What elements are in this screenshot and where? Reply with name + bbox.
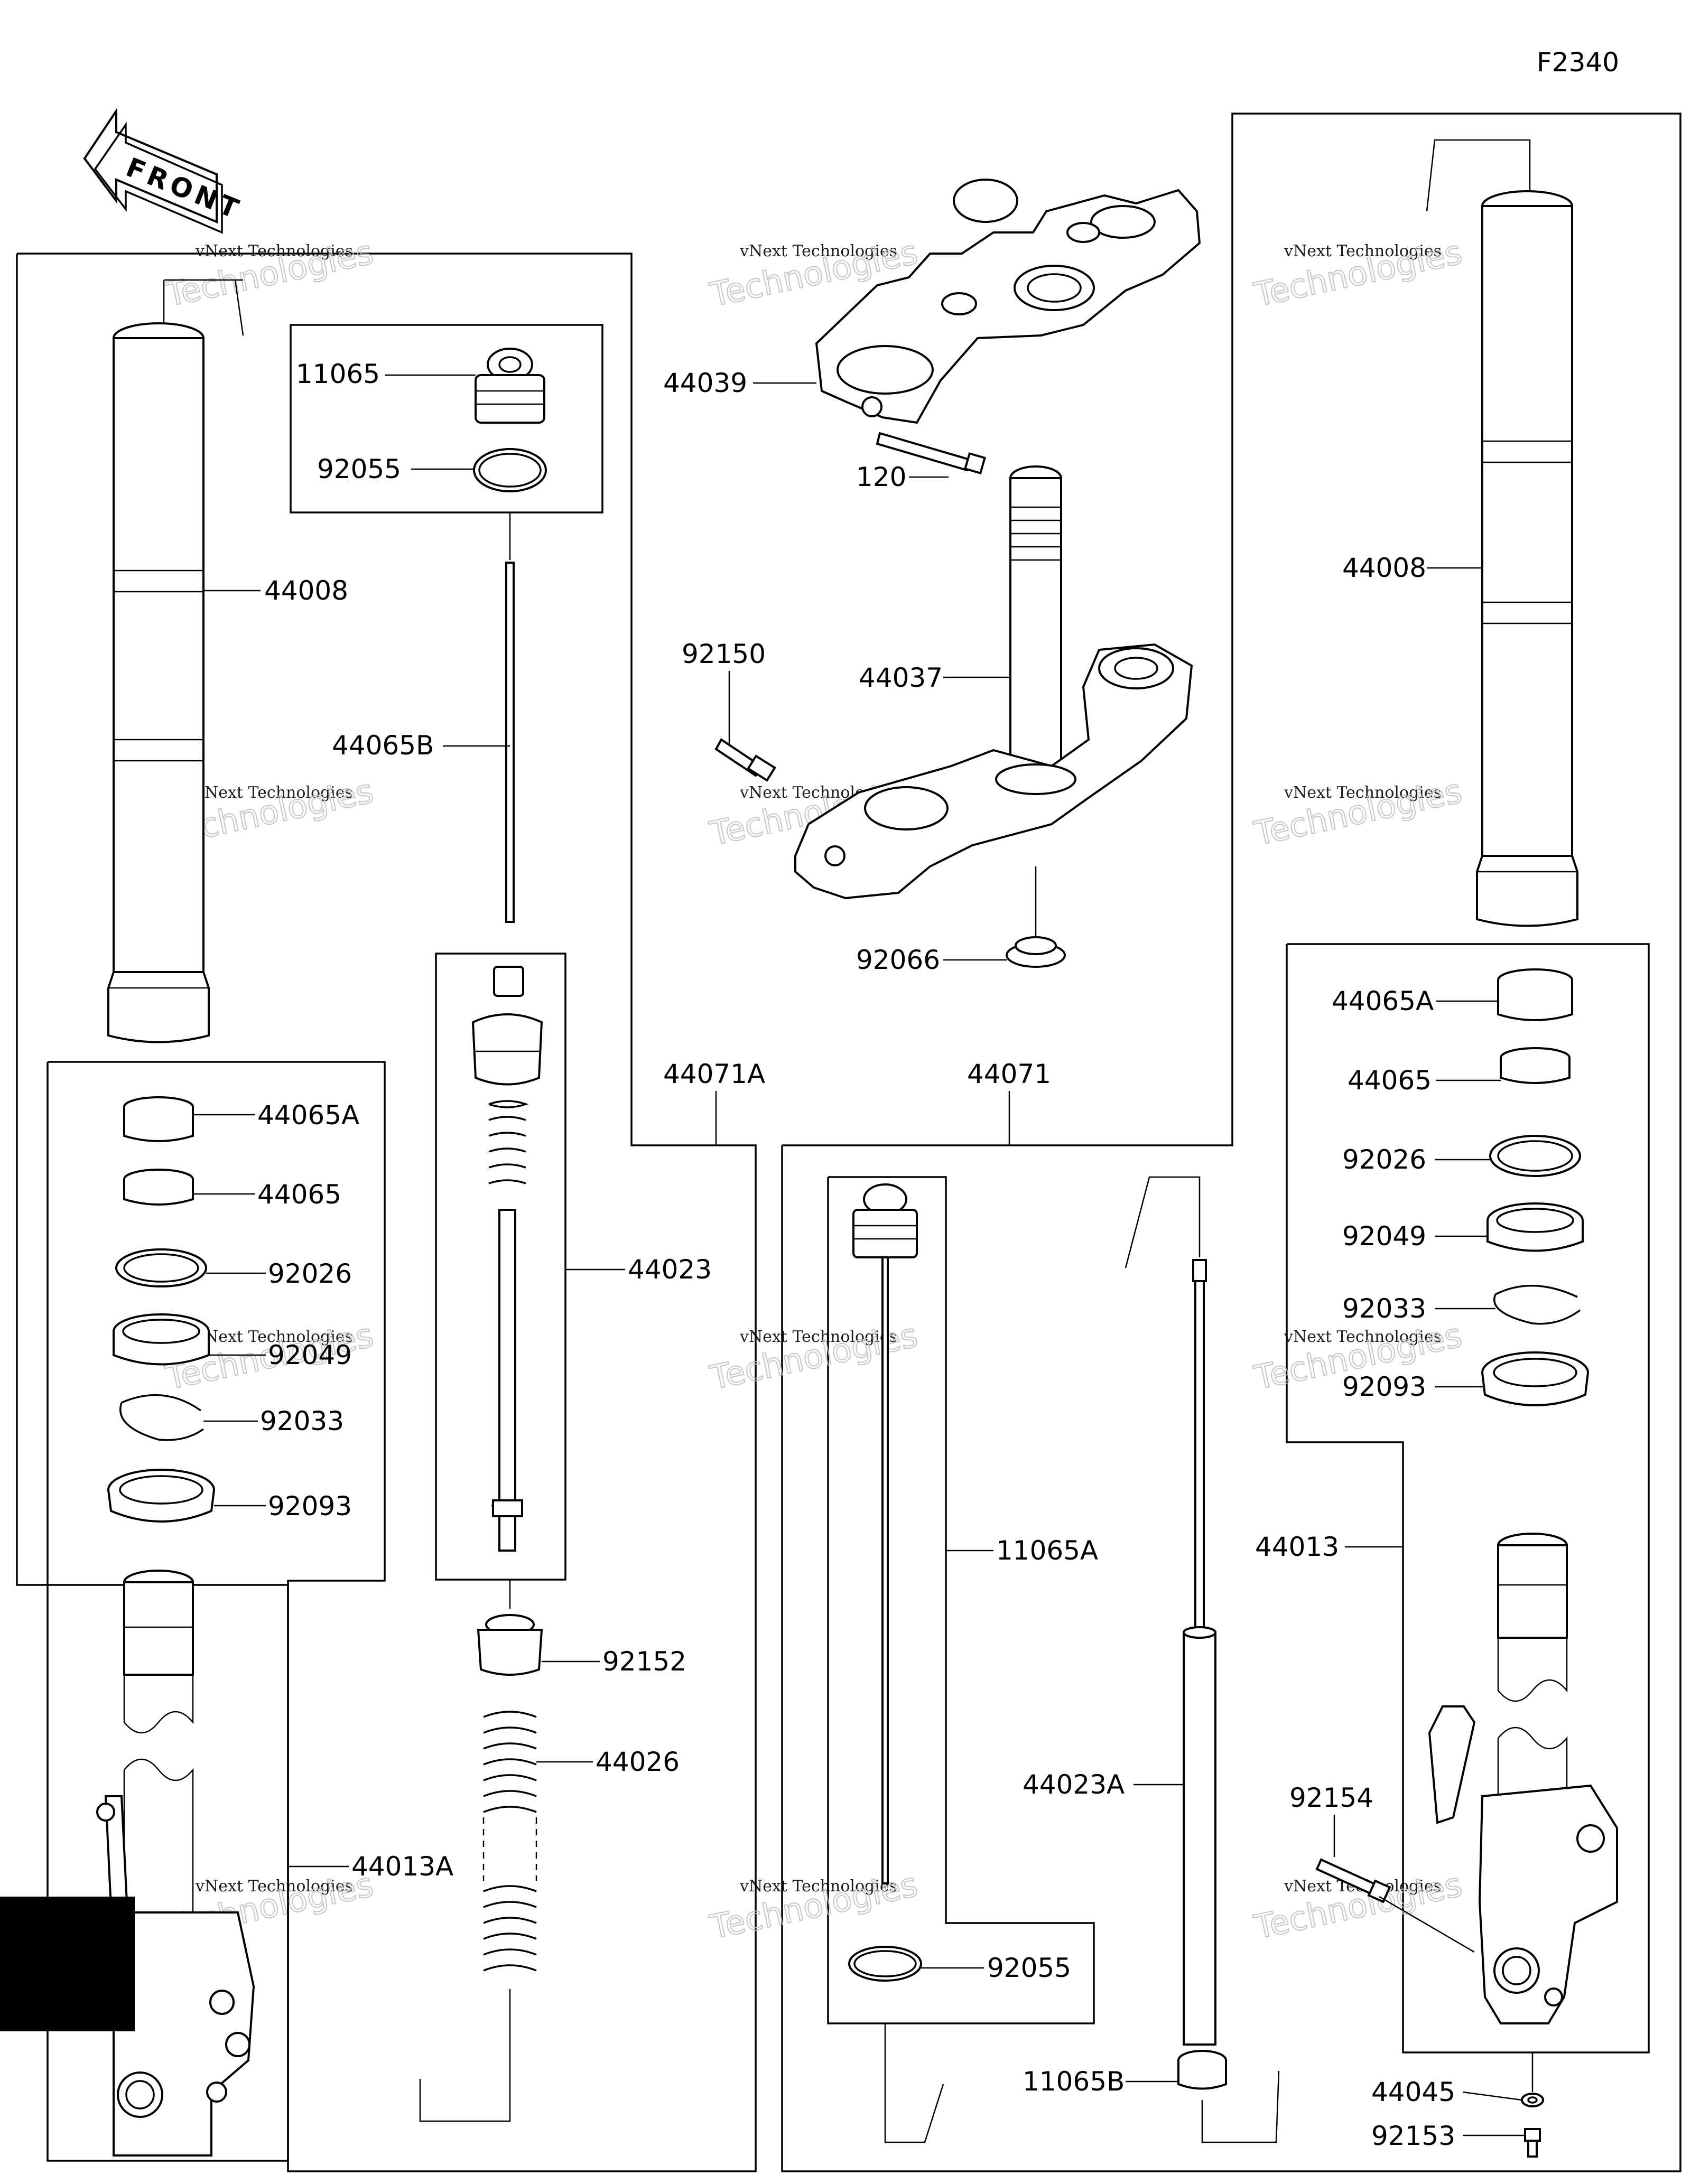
group-frames xyxy=(16,113,1681,2172)
part-11065A[interactable] xyxy=(852,1183,918,1884)
front-arrow-icon: FRONT xyxy=(83,107,247,234)
frame-44013A xyxy=(47,1061,386,2162)
callout-92049-right: 92049 xyxy=(1342,1221,1426,1252)
frame-44013 xyxy=(1286,943,1650,2054)
callout-44013: 44013 xyxy=(1255,1532,1339,1562)
part-92152[interactable] xyxy=(477,1614,543,1676)
svg-text:vNext Technologies: vNext Technologies xyxy=(1284,783,1442,802)
callout-92154: 92154 xyxy=(1289,1782,1373,1813)
part-92154[interactable] xyxy=(1315,1858,1391,1903)
figure-code: F2340 xyxy=(1537,47,1619,78)
part-44037[interactable] xyxy=(794,465,1193,900)
callout-labels: 11065 92055 44008 44065B 44065A 44065 92… xyxy=(257,359,1455,2151)
callout-44008-right: 44008 xyxy=(1342,553,1426,583)
part-44023A[interactable] xyxy=(1125,1176,1216,2046)
callout-92152: 92152 xyxy=(602,1646,686,1677)
callout-11065: 11065 xyxy=(296,359,380,389)
part-44065-left[interactable] xyxy=(123,1169,194,1206)
callout-44071A: 44071A xyxy=(663,1059,765,1089)
part-44065-right[interactable] xyxy=(1500,1047,1571,1084)
black-marker-block xyxy=(0,1897,135,2031)
leader-lines xyxy=(193,374,1525,2136)
part-44065A-left[interactable] xyxy=(123,1096,194,1142)
callout-92055-left: 92055 xyxy=(317,454,401,484)
frame-44023 xyxy=(435,953,566,1581)
part-44026[interactable] xyxy=(482,1711,537,1972)
callout-44013A: 44013A xyxy=(351,1851,453,1882)
callout-44023A: 44023A xyxy=(1023,1769,1125,1800)
callout-11065B: 11065B xyxy=(1023,2066,1125,2097)
callout-92033-left: 92033 xyxy=(260,1406,344,1436)
callout-44008-left: 44008 xyxy=(264,575,348,606)
callout-92026-right: 92026 xyxy=(1342,1144,1426,1175)
frame-44071 xyxy=(781,113,1681,2172)
callout-44023: 44023 xyxy=(628,1254,712,1285)
part-92093-right[interactable] xyxy=(1481,1351,1589,1406)
part-44023[interactable] xyxy=(471,966,543,1552)
callout-44065A-left: 44065A xyxy=(257,1100,359,1131)
frame-11065A xyxy=(827,1176,1095,2024)
callout-92026-left: 92026 xyxy=(268,1258,352,1289)
svg-text:vNext Technologies: vNext Technologies xyxy=(739,242,897,260)
part-92093-left[interactable] xyxy=(107,1469,215,1523)
svg-text:vNext Technologies: vNext Technologies xyxy=(195,1328,353,1346)
part-120[interactable] xyxy=(876,432,987,475)
svg-text:vNext Technologies: vNext Technologies xyxy=(195,1877,353,1896)
part-44008-right[interactable] xyxy=(1426,139,1578,927)
callout-92093-right: 92093 xyxy=(1342,1371,1426,1402)
callout-92093-left: 92093 xyxy=(268,1491,352,1522)
svg-text:vNext Technologies: vNext Technologies xyxy=(195,783,353,802)
callout-92033-right: 92033 xyxy=(1342,1293,1426,1324)
part-44045[interactable] xyxy=(1521,2093,1544,2107)
svg-text:vNext Technologies: vNext Technologies xyxy=(739,1328,897,1346)
callout-92153: 92153 xyxy=(1371,2121,1455,2151)
part-92026-right[interactable] xyxy=(1489,1135,1581,1177)
part-92049-right[interactable] xyxy=(1486,1202,1584,1252)
callout-11065A: 11065A xyxy=(996,1535,1098,1566)
part-92033-left[interactable] xyxy=(119,1394,205,1441)
part-44065A-right[interactable] xyxy=(1497,968,1573,1021)
part-92150[interactable] xyxy=(714,738,776,782)
callout-44037: 44037 xyxy=(859,662,943,693)
callout-44065-left: 44065 xyxy=(257,1179,341,1210)
watermark: vNext Technologies vNext Technologies vN… xyxy=(162,232,1466,1947)
frame-44071A xyxy=(16,253,757,2172)
part-92066[interactable] xyxy=(1006,936,1066,968)
part-11065[interactable] xyxy=(475,348,545,424)
part-11065B[interactable] xyxy=(1177,2050,1227,2090)
callout-44045: 44045 xyxy=(1371,2077,1455,2107)
svg-text:vNext Technologies: vNext Technologies xyxy=(1284,242,1442,260)
callout-44065A-right: 44065A xyxy=(1332,986,1434,1016)
callout-44039: 44039 xyxy=(663,368,747,398)
callout-44026: 44026 xyxy=(596,1747,680,1777)
callout-92049-left: 92049 xyxy=(268,1340,352,1370)
part-92055-right[interactable] xyxy=(848,1946,922,1982)
frame-11065 xyxy=(290,324,603,514)
callout-120: 120 xyxy=(856,462,906,492)
callout-44065B: 44065B xyxy=(332,730,434,761)
svg-text:vNext Technologies: vNext Technologies xyxy=(1284,1328,1442,1346)
callout-92150: 92150 xyxy=(682,639,766,669)
callout-92055-right: 92055 xyxy=(987,1953,1071,1983)
svg-text:vNext Technologies: vNext Technologies xyxy=(739,1877,897,1896)
part-92033-right[interactable] xyxy=(1493,1284,1581,1325)
part-92055-left[interactable] xyxy=(473,448,547,492)
part-92049-left[interactable] xyxy=(113,1313,210,1366)
part-92026-left[interactable] xyxy=(115,1248,207,1287)
callout-44065-right: 44065 xyxy=(1348,1065,1432,1096)
svg-text:vNext Technologies: vNext Technologies xyxy=(195,242,353,260)
part-44013[interactable] xyxy=(1428,1533,1618,2024)
callout-44071: 44071 xyxy=(967,1059,1051,1089)
part-44008-left[interactable] xyxy=(107,279,244,1043)
part-92153[interactable] xyxy=(1524,2128,1541,2158)
part-44013A[interactable] xyxy=(96,1570,255,2157)
callout-92066: 92066 xyxy=(856,945,940,975)
part-44065B[interactable] xyxy=(505,562,515,923)
part-44039[interactable] xyxy=(815,179,1201,424)
